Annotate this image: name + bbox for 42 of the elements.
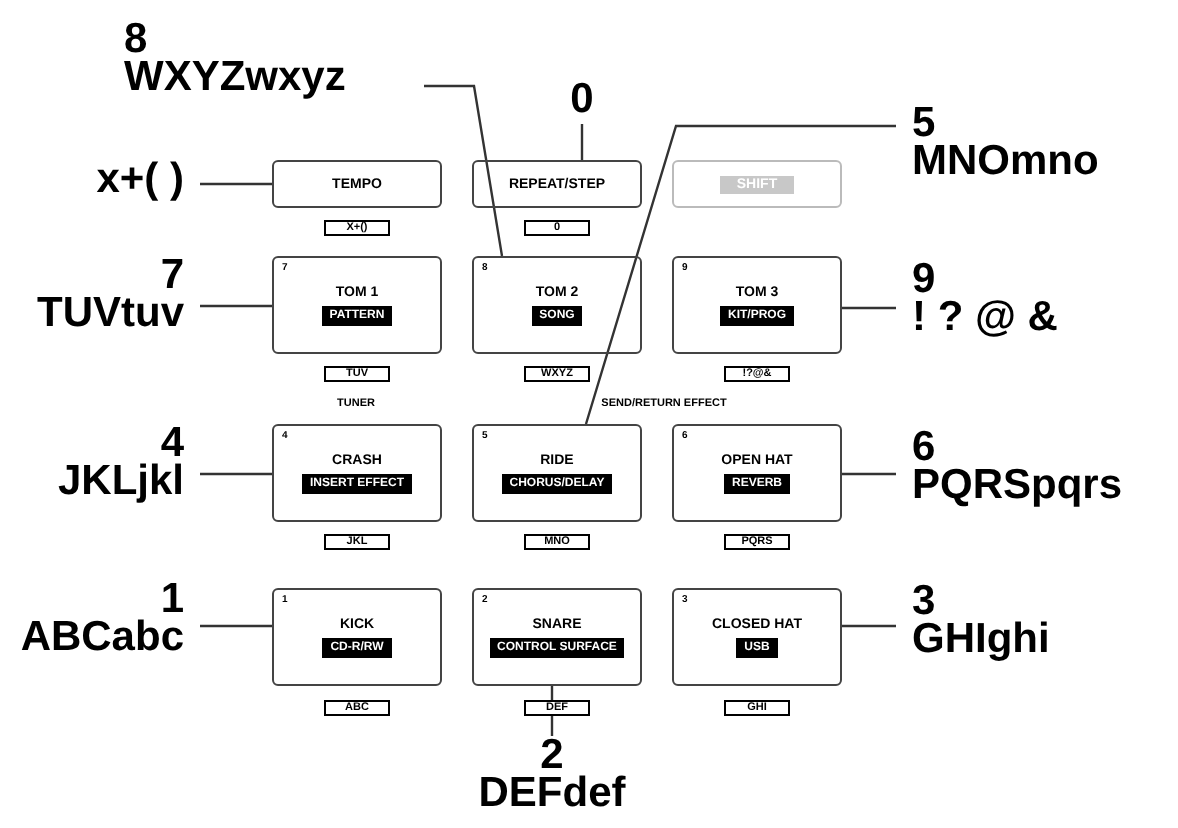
callout-number: 8 — [124, 20, 148, 58]
leader-line — [200, 182, 272, 186]
callout-characters: WXYZwxyz — [124, 58, 346, 96]
callout-number: 5 — [912, 104, 936, 142]
callout-characters: PQRSpqrs — [912, 466, 1123, 504]
pad-button — [672, 160, 842, 208]
pad-button — [672, 424, 842, 522]
leader-line — [200, 304, 272, 308]
leader-line — [842, 306, 896, 310]
callout-characters: JKLjkl — [57, 462, 184, 500]
leader-line — [200, 624, 272, 628]
callout-characters: DEFdef — [478, 774, 626, 812]
callout-characters: MNOmno — [912, 142, 1099, 180]
callout-characters: GHIghi — [912, 620, 1050, 658]
callout-number: 9 — [912, 260, 936, 298]
leader-line — [584, 124, 896, 425]
callout-number: 2 — [540, 736, 564, 774]
pad-button — [272, 160, 442, 208]
callout-number: 4 — [160, 424, 184, 462]
pad-button — [472, 256, 642, 354]
callout-characters: ABCabc — [20, 618, 184, 656]
callout-characters: 0 — [570, 80, 594, 118]
callout-characters: TUVtuv — [37, 294, 184, 332]
pad-button — [272, 424, 442, 522]
pad-button — [272, 588, 442, 686]
callout-number: 1 — [160, 580, 184, 618]
pad-button — [472, 160, 642, 208]
leader-line — [842, 472, 896, 476]
pad-button — [472, 588, 642, 686]
pad-button — [272, 256, 442, 354]
callout-number: 7 — [160, 256, 184, 294]
leader-line — [842, 624, 896, 628]
leader-line — [424, 84, 504, 257]
pad-button — [672, 256, 842, 354]
callout-number: 6 — [912, 428, 936, 466]
callout-characters: ! ? @ & — [912, 298, 1058, 336]
callout-characters: x+( ) — [96, 160, 184, 198]
pad-button — [672, 588, 842, 686]
leader-line — [580, 124, 584, 160]
callout-number: 3 — [912, 582, 936, 620]
pad-button — [472, 424, 642, 522]
leader-line — [200, 472, 272, 476]
